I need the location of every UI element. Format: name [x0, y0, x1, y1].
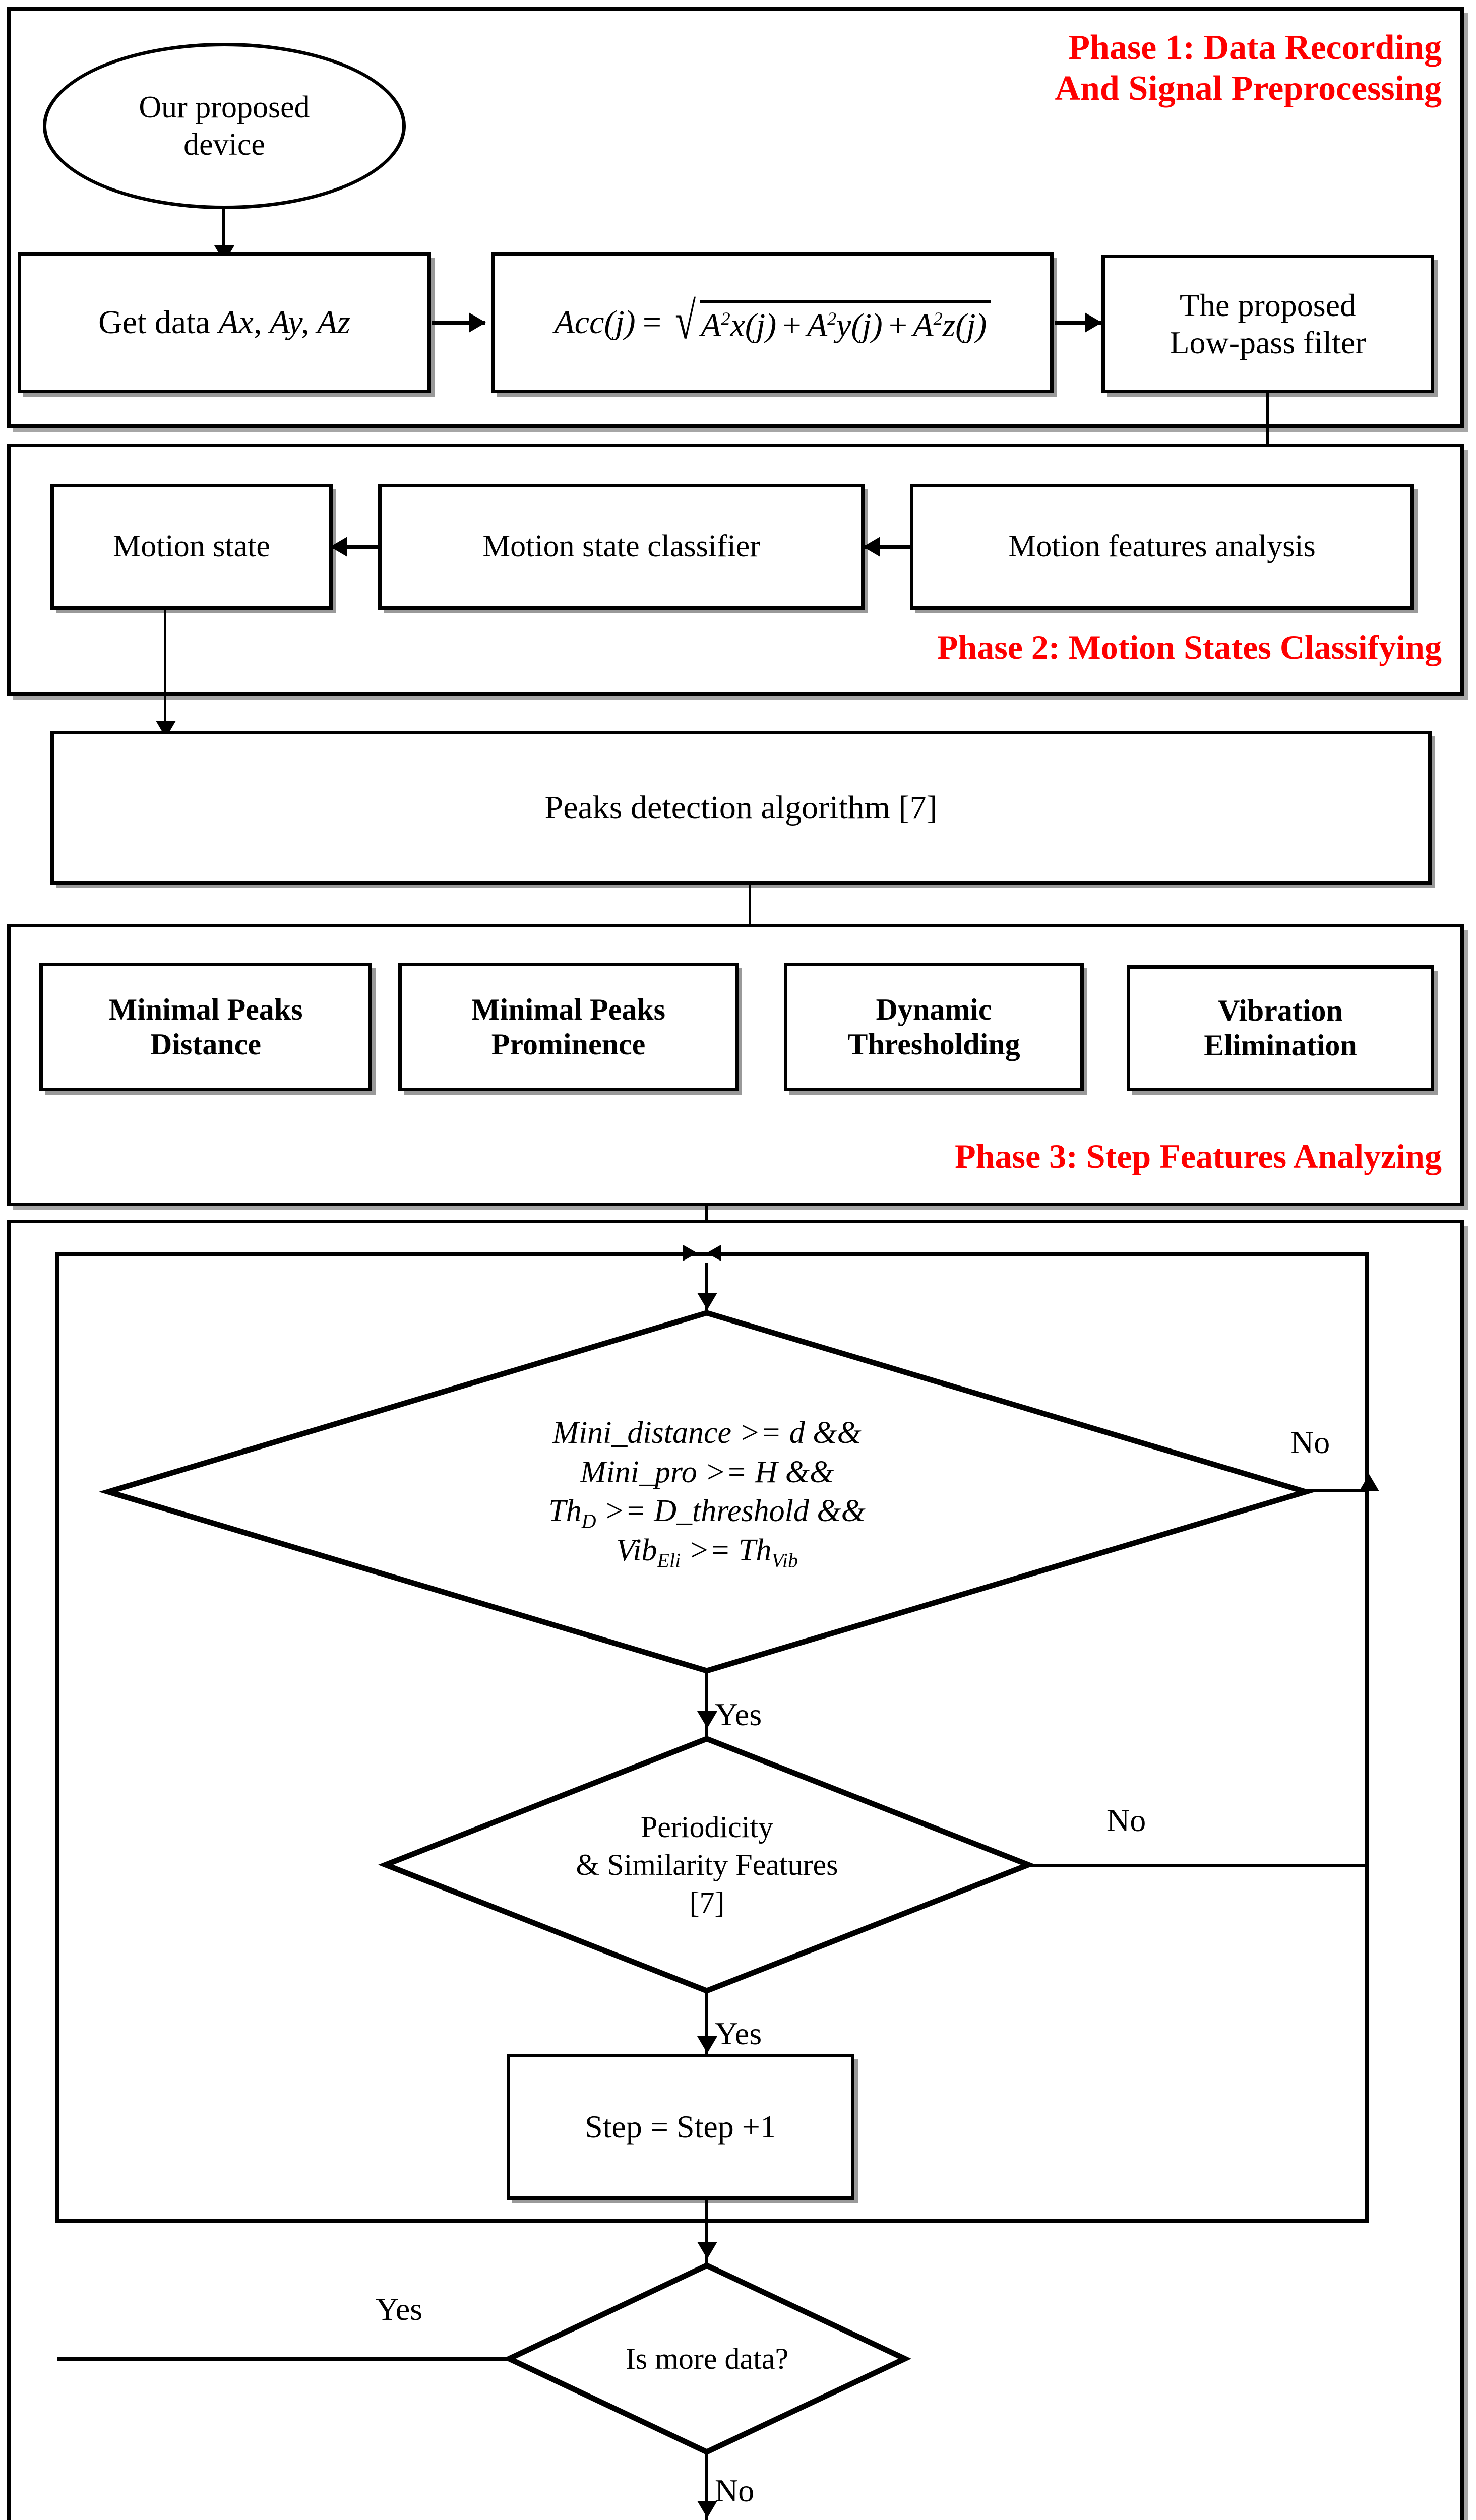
feature-0-line2: Distance	[150, 1027, 261, 1061]
formula-term-2: A2y(j)	[807, 307, 883, 344]
phase-3-caption: Phase 3: Step Features Analyzing	[955, 1137, 1442, 1175]
decision-main-shape	[98, 1310, 1316, 1674]
connector-step-to-moredata	[705, 2200, 708, 2273]
node-peaks-detection: Peaks detection algorithm [7]	[50, 731, 1432, 885]
connector-features-to-classifier	[865, 545, 911, 549]
start-terminator-line1: Our proposed	[139, 90, 310, 124]
formula-equals: =	[640, 304, 663, 341]
node-acceleration-formula: Acc(j) = √ A2x(j)+A2y(j)+A2z(j)	[491, 252, 1054, 393]
formula-lhs: Acc(j)	[554, 304, 636, 341]
connector-main-yes	[705, 1672, 708, 1740]
arrow-loop-merge-left	[683, 1245, 697, 1261]
phase-1-caption: Phase 1: Data Recording And Signal Prepr…	[1055, 28, 1442, 108]
node-feature-minimal-peaks-prominence: Minimal Peaks Prominence	[398, 963, 739, 1091]
lowpass-line1: The proposed	[1179, 287, 1357, 323]
node-motion-features-analysis: Motion features analysis	[910, 484, 1414, 610]
motion-classifier-label: Motion state classifier	[482, 529, 760, 564]
connector-motionstate-to-peaks	[164, 610, 166, 738]
arrow-step-to-moredata	[697, 2242, 717, 2259]
start-terminator: Our proposed device	[43, 43, 406, 209]
label-more-data-no: No	[715, 2473, 755, 2508]
feature-3-line1: Vibration	[1218, 994, 1343, 1027]
formula-term-1: A2x(j)	[701, 307, 777, 344]
node-feature-vibration-elimination: Vibration Elimination	[1127, 965, 1434, 1091]
label-periodicity-yes: Yes	[715, 2015, 762, 2051]
arrow-loop-merge-right	[707, 1245, 721, 1261]
right-loop-rail	[1366, 1256, 1369, 1867]
arrow-main-yes	[697, 1711, 717, 1728]
node-lowpass-filter: The proposed Low-pass filter	[1101, 255, 1434, 393]
node-step-increment: Step = Step +1	[507, 2054, 854, 2200]
get-data-vars: Ax, Ay, Az	[218, 304, 350, 341]
connector-periodicity-no-horizontal	[1027, 1864, 1369, 1867]
feature-1-line2: Prominence	[491, 1027, 646, 1061]
phase-2-caption: Phase 2: Motion States Classifying	[937, 628, 1442, 666]
decision-main-conditions: Mini_distance >= d && Mini_pro >= H && T…	[98, 1310, 1316, 1674]
label-main-no: No	[1290, 1424, 1330, 1460]
start-terminator-line2: device	[183, 128, 265, 162]
node-get-data: Get data Ax, Ay, Az	[18, 252, 431, 393]
feature-0-line1: Minimal Peaks	[108, 992, 303, 1026]
feature-1-line1: Minimal Peaks	[471, 992, 665, 1026]
connector-start-to-getdata	[222, 209, 225, 265]
connector-into-main-decision	[705, 1263, 708, 1310]
acceleration-formula: Acc(j) = √ A2x(j)+A2y(j)+A2z(j)	[554, 292, 991, 350]
formula-plus-1: +	[780, 307, 803, 344]
get-data-prefix: Get data	[98, 304, 219, 341]
motion-features-label: Motion features analysis	[1008, 529, 1316, 564]
node-feature-minimal-peaks-distance: Minimal Peaks Distance	[39, 963, 372, 1091]
connector-periodicity-yes	[705, 1991, 708, 2064]
node-motion-state-classifier: Motion state classifier	[378, 484, 865, 610]
decision-is-more-data: Is more data?	[503, 2262, 911, 2455]
connector-moredata-no	[705, 2452, 708, 2520]
connector-classifier-to-state	[333, 545, 379, 549]
connector-lowpass-to-motionfeatures	[1266, 393, 1269, 489]
arrow-classifier-to-state	[330, 537, 347, 557]
label-more-data-yes: Yes	[376, 2291, 423, 2327]
formula-plus-2: +	[886, 307, 909, 344]
arrow-formula-to-lowpass	[1085, 312, 1102, 333]
connector-main-no-horizontal	[1305, 1489, 1369, 1492]
arrow-getdata-to-formula	[469, 312, 486, 333]
decision-more-data-shape	[503, 2262, 911, 2455]
connector-moredata-yes-horizontal	[57, 2357, 509, 2361]
arrow-periodicity-yes	[697, 2036, 717, 2053]
node-motion-state: Motion state	[50, 484, 333, 610]
arrow-into-main-decision	[697, 1293, 717, 1310]
decision-periodicity-similarity: Periodicity & Similarity Features [7]	[378, 1736, 1036, 1994]
feature-2-line1: Dynamic	[876, 992, 992, 1026]
sqrt-icon: √	[675, 292, 696, 350]
connector-getdata-to-formula	[432, 321, 485, 325]
label-main-yes: Yes	[715, 1696, 762, 1732]
connector-formula-to-lowpass	[1055, 321, 1101, 325]
formula-term-3: A2z(j)	[913, 307, 987, 344]
peaks-detection-label: Peaks detection algorithm [7]	[544, 789, 938, 826]
feature-3-line2: Elimination	[1204, 1029, 1357, 1062]
node-feature-dynamic-thresholding: Dynamic Thresholding	[784, 963, 1084, 1091]
arrow-main-no-to-loop-top	[1359, 1474, 1379, 1491]
arrow-features-to-classifier	[863, 537, 880, 557]
label-periodicity-no: No	[1106, 1802, 1146, 1838]
arrow-moredata-no	[697, 2501, 717, 2518]
decision-periodicity-shape	[378, 1736, 1036, 1994]
step-increment-label: Step = Step +1	[585, 2109, 776, 2145]
feature-2-line2: Thresholding	[847, 1027, 1020, 1061]
motion-state-label: Motion state	[113, 529, 270, 564]
lowpass-line2: Low-pass filter	[1170, 324, 1366, 360]
